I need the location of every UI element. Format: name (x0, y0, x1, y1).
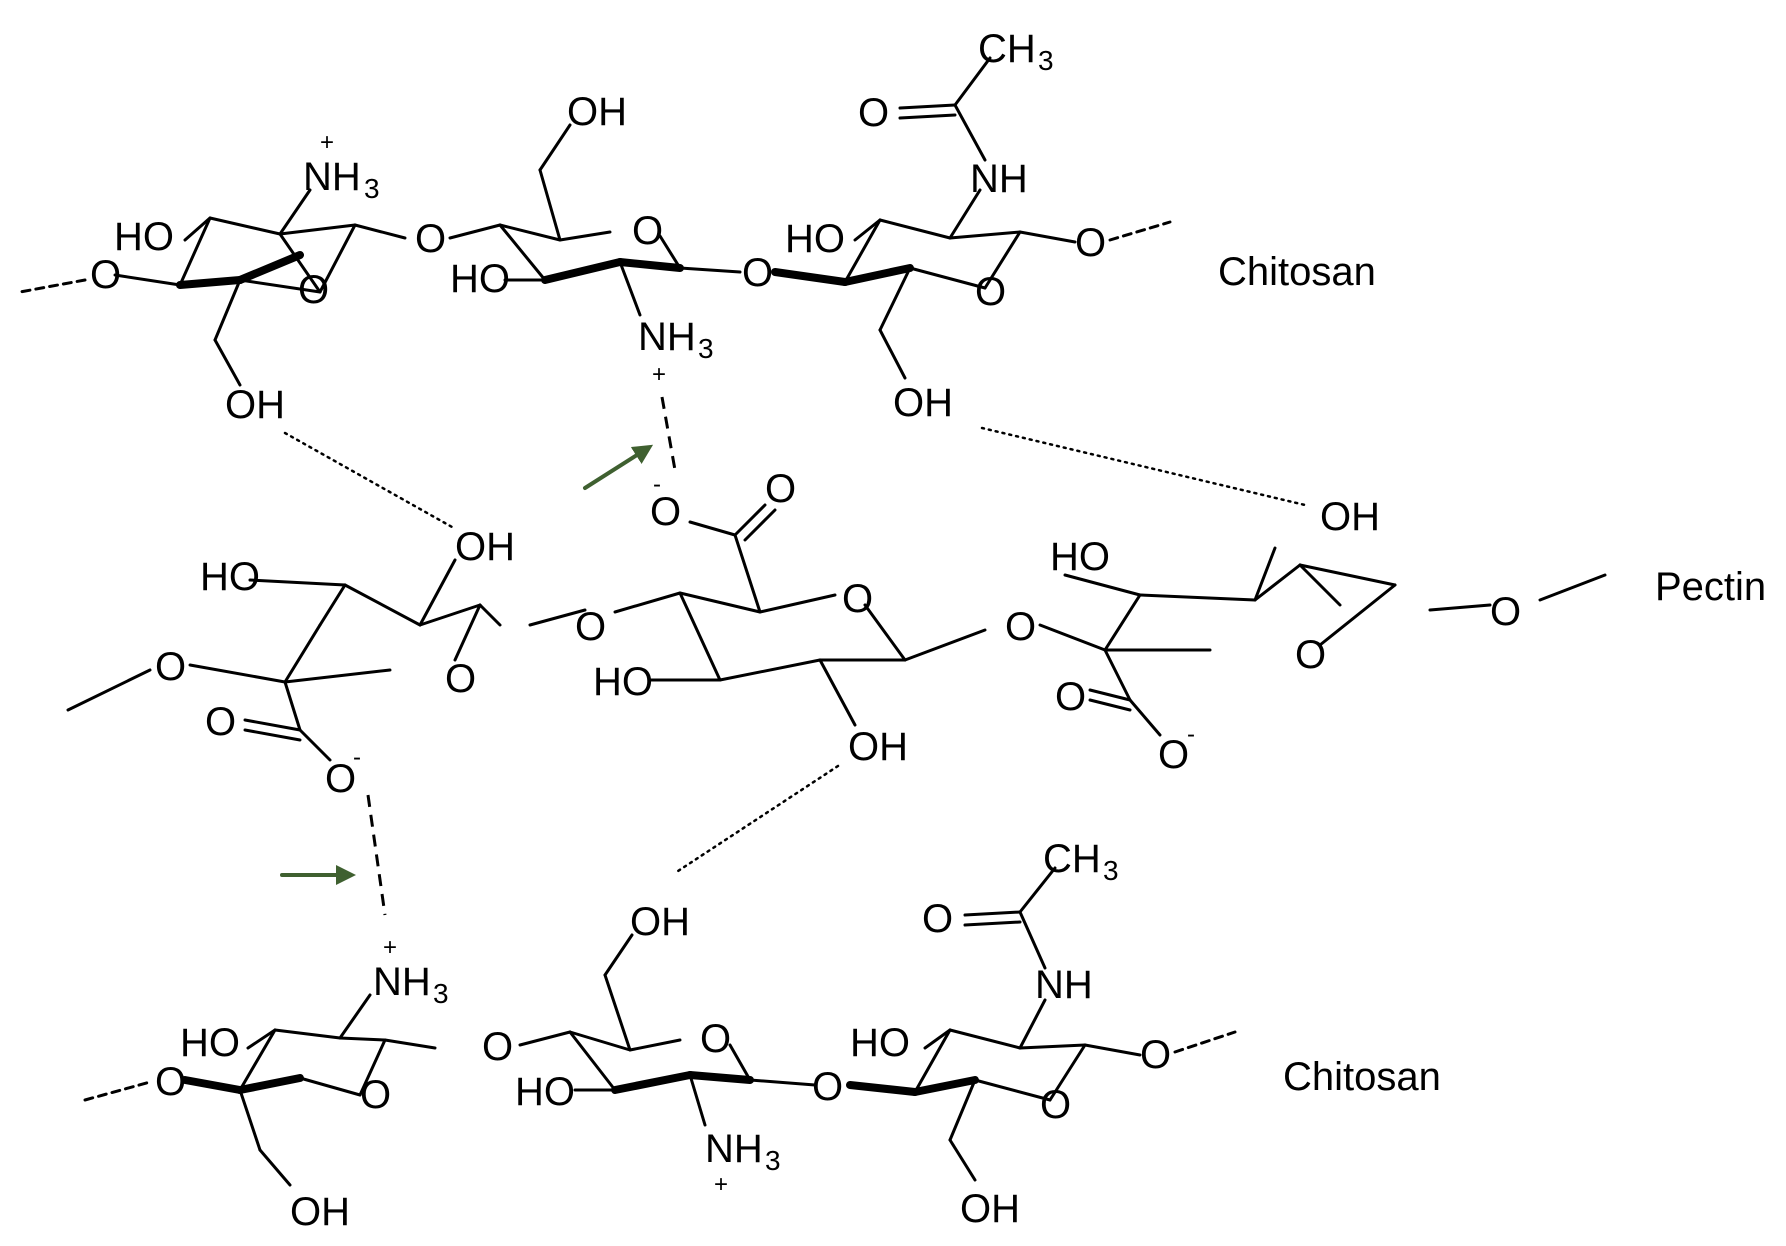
hydroxyl-label: HO (180, 1021, 240, 1065)
hydrogen-bond-line (673, 764, 840, 875)
ammonium-label: NH (303, 155, 361, 199)
negative-charge: - (353, 744, 361, 771)
ammonium-subscript: 3 (433, 978, 449, 1009)
chitosan-top-label: Chitosan (1218, 250, 1376, 294)
hydroxyl-label: OH (290, 1190, 350, 1234)
hydroxyl-label: OH (893, 381, 953, 425)
chitosan-bottom-label: Chitosan (1283, 1055, 1441, 1099)
glycosidic-oxygen: O (155, 645, 186, 689)
hydroxyl-label: OH (225, 383, 285, 427)
ammonium-label: NH (373, 960, 431, 1004)
hydroxyl-label: HO (200, 555, 260, 599)
ring-oxygen: O (1040, 1083, 1071, 1127)
glycosidic-oxygen: O (482, 1025, 513, 1069)
glucosamine-ring-1 (18, 188, 407, 387)
positive-charge: + (320, 129, 334, 156)
ring-oxygen: O (445, 657, 476, 701)
carboxyl-oxygen: O (765, 467, 796, 511)
ring-oxygen: O (842, 577, 873, 621)
ionic-bond-line (660, 396, 677, 471)
hydroxyl-label: HO (114, 215, 174, 259)
positive-charge: + (383, 934, 397, 961)
ring-oxygen: O (632, 209, 663, 253)
glucosamine-ring-2 (448, 123, 742, 317)
ring-oxygen: O (360, 1073, 391, 1117)
hydrogen-bond-line (283, 431, 454, 529)
hydroxyl-label: OH (848, 725, 908, 769)
hydroxyl-label: HO (515, 1070, 575, 1114)
ammonium-label: NH (638, 315, 696, 359)
pectin-label: Pectin (1655, 565, 1766, 609)
amide-nh-label: NH (970, 157, 1028, 201)
glycosidic-oxygen: O (1005, 605, 1036, 649)
carboxylate-oxygen: O (325, 757, 356, 801)
hydroxyl-label: OH (567, 90, 627, 134)
carboxylate-oxygen: O (650, 490, 681, 534)
glycosidic-oxygen: O (812, 1065, 843, 1109)
hydrogen-bonds (283, 426, 1307, 875)
hydroxyl-label: HO (1050, 535, 1110, 579)
carbonyl-oxygen: O (858, 91, 889, 135)
ring-oxygen: O (975, 270, 1006, 314)
methyl-subscript: 3 (1038, 45, 1054, 76)
ammonium-label: NH (705, 1127, 763, 1171)
hydroxyl-label: OH (455, 525, 515, 569)
ring-oxygen: O (700, 1017, 731, 1061)
glycosidic-oxygen: O (155, 1060, 186, 1104)
methyl-label: CH (978, 27, 1036, 71)
positive-charge: + (652, 361, 666, 388)
carboxylate-oxygen: O (1158, 733, 1189, 777)
glycosidic-oxygen: O (90, 253, 121, 297)
ring-oxygen: O (298, 268, 329, 312)
ammonium-subscript: 3 (765, 1145, 781, 1176)
methyl-subscript: 3 (1103, 855, 1119, 886)
hydroxyl-label: OH (630, 900, 690, 944)
glycosidic-oxygen: O (1075, 221, 1106, 265)
carboxyl-oxygen: O (205, 700, 236, 744)
hydroxyl-label: HO (450, 257, 510, 301)
pectin-chain: O HO OH O O O O - O O O - HO OH O (66, 467, 1607, 801)
acetylglucosamine-ring-3 (771, 56, 1172, 380)
chitosan-chain-top: O HO O NH 3 + OH O HO O OH NH 3 + (18, 27, 1172, 427)
methyl-label: CH (1043, 837, 1101, 881)
glycosidic-oxygen: O (1140, 1033, 1171, 1077)
carbonyl-oxygen: O (922, 897, 953, 941)
ionic-bond-line (366, 794, 387, 916)
glycosidic-oxygen: O (742, 251, 773, 295)
positive-charge: + (714, 1171, 728, 1198)
hydrogen-bond-line (980, 426, 1307, 507)
interaction-arrows (280, 444, 654, 885)
glycosidic-oxygen: O (1490, 590, 1521, 634)
negative-charge: - (653, 471, 661, 498)
ring-oxygen: O (1295, 633, 1326, 677)
ammonium-subscript: 3 (698, 333, 714, 364)
ammonium-subscript: 3 (364, 173, 380, 204)
carboxyl-oxygen: O (1055, 675, 1086, 719)
hydroxyl-label: OH (960, 1187, 1020, 1231)
glycosidic-oxygen: O (575, 605, 606, 649)
negative-charge: - (1187, 721, 1195, 748)
hydroxyl-label: HO (593, 660, 653, 704)
hydroxyl-label: HO (785, 217, 845, 261)
ionic-interactions (366, 396, 677, 916)
hydroxyl-label: OH (1320, 495, 1380, 539)
chitosan-chain-bottom: O HO O NH 3 + OH O HO O OH NH 3 + (83, 837, 1237, 1234)
amide-nh-label: NH (1035, 963, 1093, 1007)
glycosidic-oxygen: O (415, 217, 446, 261)
arrow-right-icon (583, 444, 654, 490)
hydroxyl-label: HO (850, 1021, 910, 1065)
